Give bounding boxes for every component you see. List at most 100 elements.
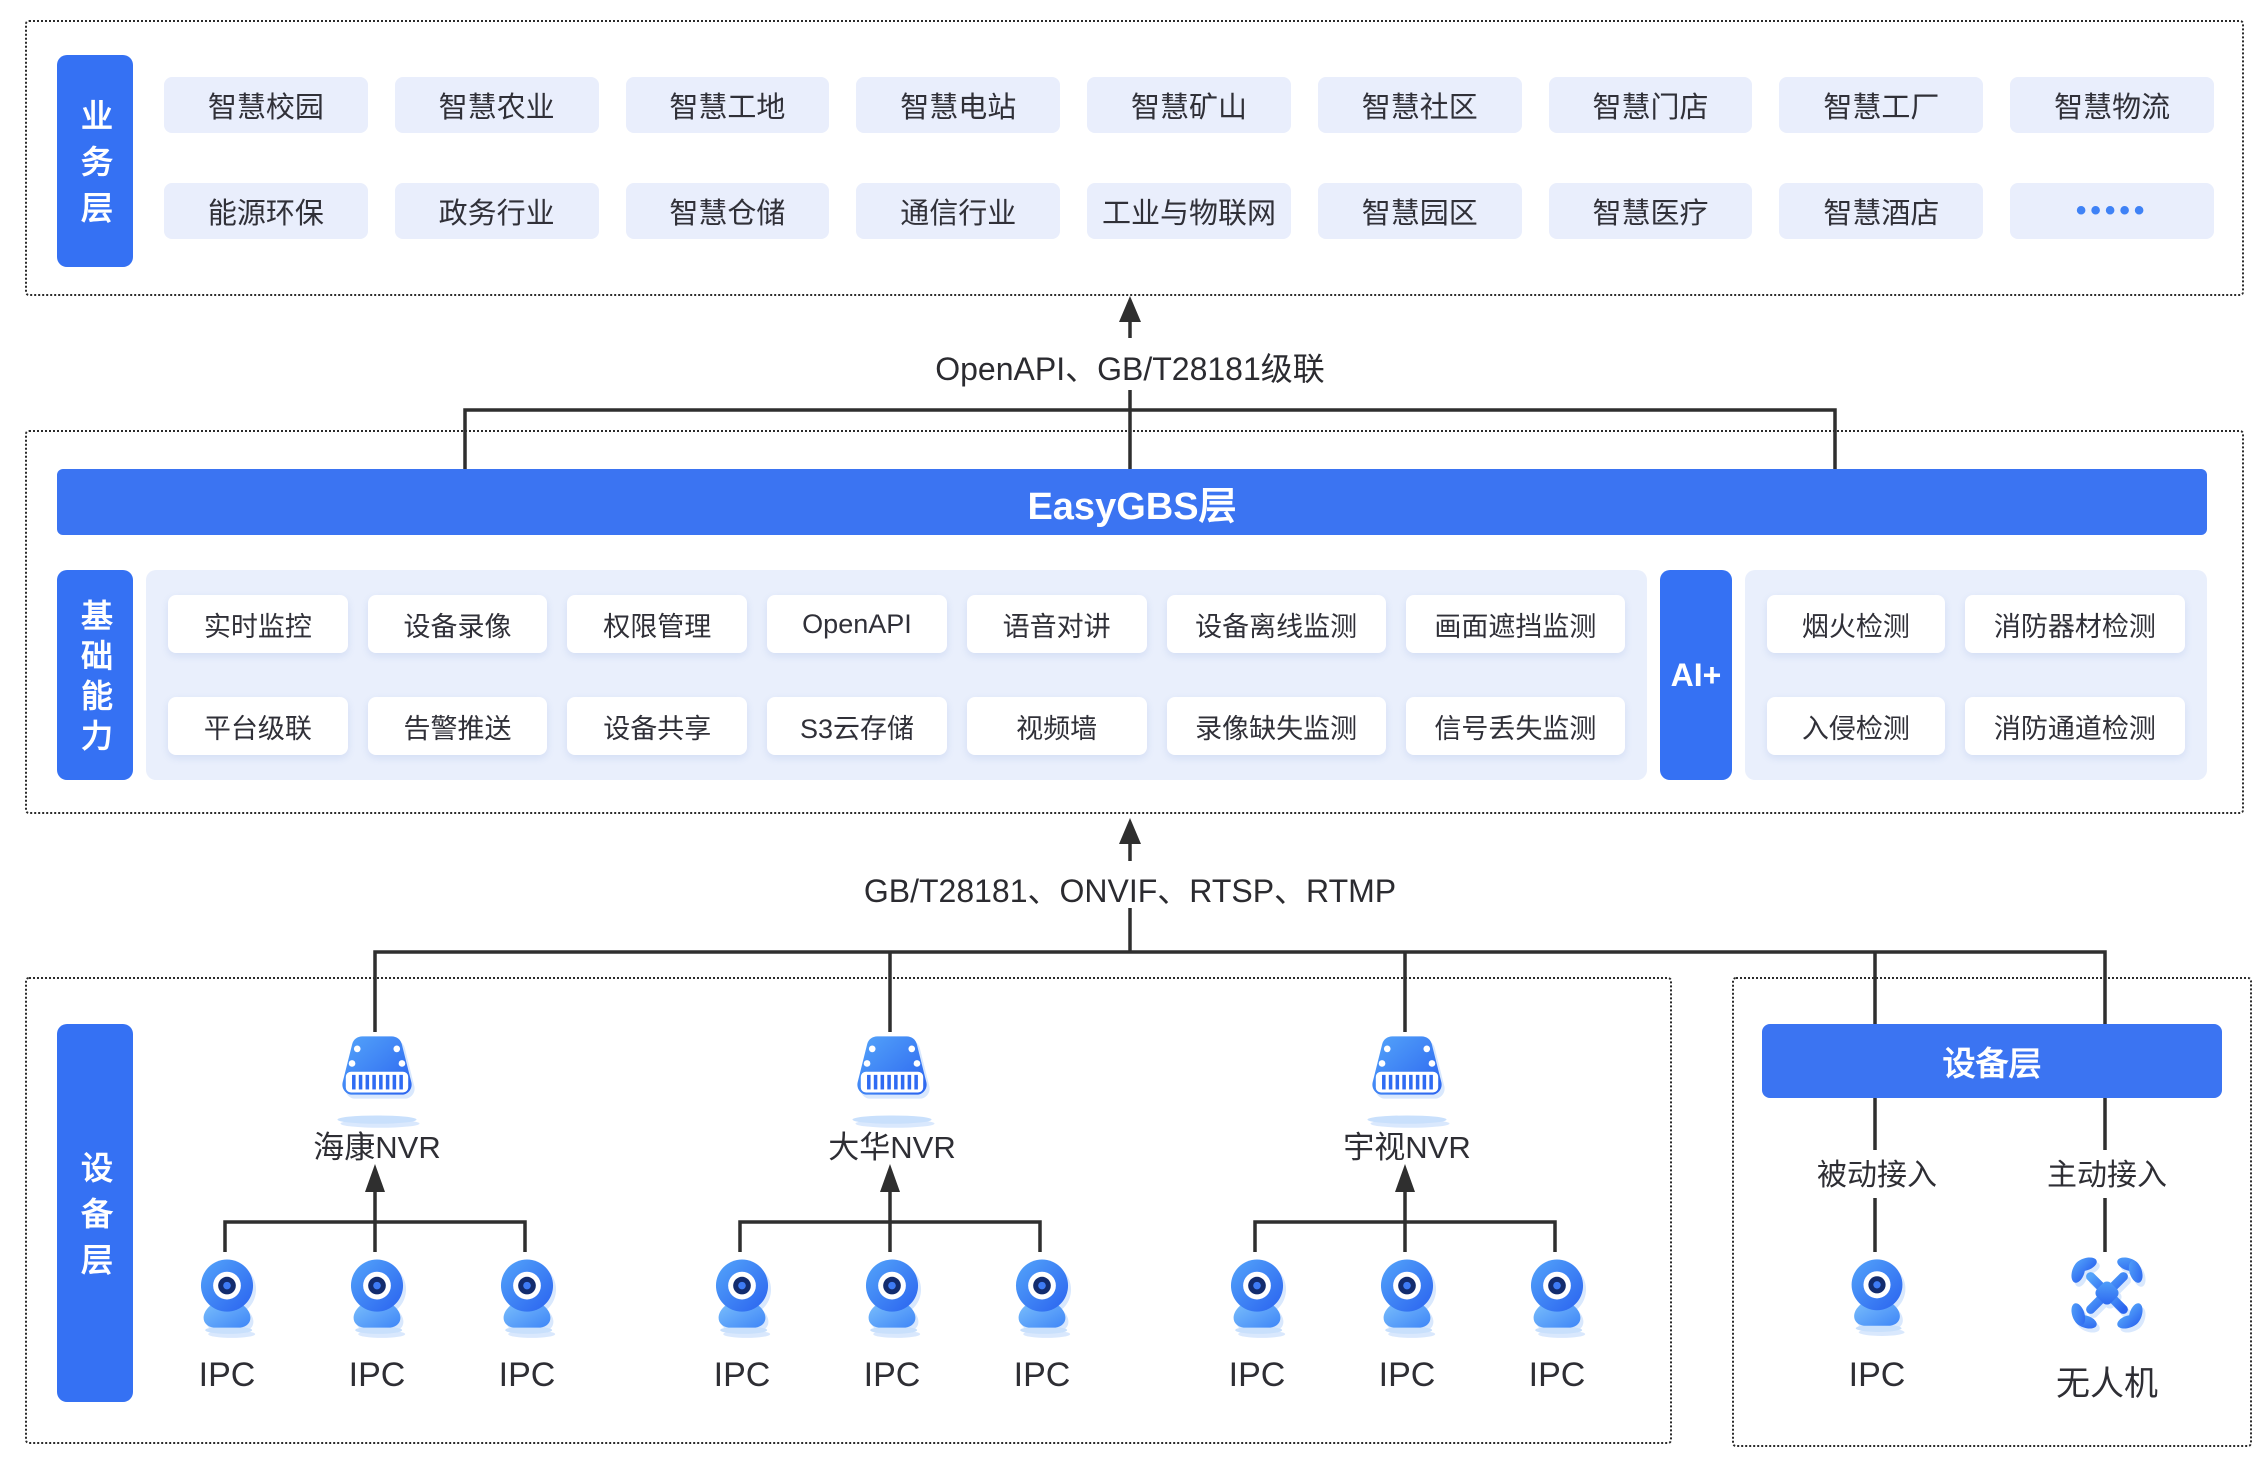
business-chip-grid: 智慧校园 智慧农业 智慧工地 智慧电站 智慧矿山 智慧社区 智慧门店 智慧工厂 … xyxy=(164,77,2214,239)
active-access-column: 主动接入 无人机 xyxy=(2022,1154,2192,1405)
capability-chip: 权限管理 xyxy=(567,595,748,653)
nvr-cluster: 宇视NVR IPC xyxy=(1217,1032,1597,1432)
business-chip: 智慧社区 xyxy=(1317,77,1522,133)
business-chip: 智慧园区 xyxy=(1317,183,1522,239)
drone-icon xyxy=(2071,1257,2143,1329)
business-chip: 智慧物流 xyxy=(2010,77,2214,133)
business-chip: 智慧矿山 xyxy=(1087,77,1291,133)
device-layer-section: 设备层 海康NVR xyxy=(25,977,1672,1444)
ipc-camera-icon xyxy=(350,1259,404,1334)
device-label: IPC xyxy=(1848,1356,1906,1394)
ipc-label: IPC xyxy=(348,1356,406,1394)
capability-chip: 平台级联 xyxy=(168,697,348,755)
capability-chip: 录像缺失监测 xyxy=(1166,697,1386,755)
capability-chip: 实时监控 xyxy=(168,595,348,653)
ipc-row: IPC IPC xyxy=(185,1252,569,1395)
nvr-clusters: 海康NVR IPC xyxy=(27,979,1670,1442)
nvr-name: 宇视NVR xyxy=(1343,1130,1471,1165)
capability-chip: 语音对讲 xyxy=(966,595,1147,653)
ipc-camera: IPC xyxy=(1000,1252,1084,1395)
capabilities-row: 基础能力 实时监控 设备录像 权限管理 OpenAPI 语音对讲 设备离线监测 … xyxy=(57,570,2207,780)
passive-access-column: 被动接入 IPC xyxy=(1792,1154,1962,1395)
ai-panel: 烟火检测 消防器材检测 入侵检测 消防通道检测 xyxy=(1745,570,2207,780)
ipc-camera-icon xyxy=(1015,1259,1069,1334)
ipc-camera: IPC xyxy=(850,1252,934,1395)
device-layer-right-panel: 设备层 被动接入 IPC 主动接入 xyxy=(1732,977,2252,1447)
capability-chip: 设备录像 xyxy=(367,595,548,653)
ipc-camera: IPC xyxy=(700,1252,784,1395)
capability-chip: 画面遮挡监测 xyxy=(1405,595,1625,653)
ipc-camera: IPC xyxy=(1215,1252,1299,1395)
ipc-label: IPC xyxy=(498,1356,556,1394)
ipc-camera-icon xyxy=(1380,1259,1434,1334)
capability-chip: 视频墙 xyxy=(966,697,1147,755)
business-chip: 智慧电站 xyxy=(856,77,1061,133)
ipc-label: IPC xyxy=(198,1356,256,1394)
business-chip: 智慧门店 xyxy=(1548,77,1753,133)
ipc-camera-icon xyxy=(715,1259,769,1334)
ipc-label: IPC xyxy=(1228,1356,1286,1394)
ipc-camera-icon xyxy=(1230,1259,1284,1334)
business-chip: 政务行业 xyxy=(394,183,599,239)
nvr-cluster: 大华NVR IPC xyxy=(702,1032,1082,1432)
ipc-camera: IPC xyxy=(335,1252,419,1395)
capability-chip: 设备共享 xyxy=(567,697,748,755)
ipc-row: IPC IPC xyxy=(1215,1252,1599,1395)
ipc-label: IPC xyxy=(1013,1356,1071,1394)
capability-chip: S3云存储 xyxy=(767,697,947,755)
ipc-camera: IPC xyxy=(185,1252,269,1395)
nvr-icon xyxy=(337,1036,417,1124)
bottom-connector-label: GB/T28181、ONVIF、RTSP、RTMP xyxy=(863,873,1397,909)
ipc-label: IPC xyxy=(1528,1356,1586,1394)
capabilities-label: 基础能力 xyxy=(57,570,133,780)
ipc-camera: IPC xyxy=(1365,1252,1449,1395)
capability-chip: 设备离线监测 xyxy=(1166,595,1386,653)
capability-chip: OpenAPI xyxy=(767,595,947,653)
ipc-camera: IPC xyxy=(485,1252,569,1395)
capability-chip: 信号丢失监测 xyxy=(1405,697,1625,755)
business-chip: ••••• xyxy=(2010,183,2214,239)
business-chip: 智慧医疗 xyxy=(1548,183,1753,239)
business-chip: 工业与物联网 xyxy=(1087,183,1291,239)
nvr-name: 海康NVR xyxy=(313,1130,441,1165)
ipc-camera-icon xyxy=(500,1259,554,1334)
ipc-camera-icon xyxy=(865,1259,919,1334)
business-layer-label: 业务层 xyxy=(57,55,133,267)
business-chip: 智慧仓储 xyxy=(625,183,830,239)
ipc-label: IPC xyxy=(1378,1356,1436,1394)
ipc-camera-icon xyxy=(200,1259,254,1334)
ai-capability-chip: 烟火检测 xyxy=(1767,595,1945,653)
business-chip: 智慧工地 xyxy=(625,77,830,133)
ai-capability-chip: 入侵检测 xyxy=(1767,697,1945,755)
business-chip: 智慧农业 xyxy=(394,77,599,133)
device-layer-banner: 设备层 xyxy=(1762,1024,2222,1098)
ipc-label: IPC xyxy=(863,1356,921,1394)
capability-chip: 告警推送 xyxy=(367,697,548,755)
nvr-icon xyxy=(852,1036,932,1124)
access-mode-label: 被动接入 xyxy=(1811,1154,1943,1198)
ipc-camera-icon xyxy=(1851,1259,1903,1332)
business-layer-section: 业务层 智慧校园 智慧农业 智慧工地 智慧电站 智慧矿山 智慧社区 智慧门店 智… xyxy=(25,20,2244,296)
ai-capability-chip: 消防器材检测 xyxy=(1964,595,2185,653)
device-layer-label: 设备层 xyxy=(57,1024,133,1402)
access-mode-label: 主动接入 xyxy=(2041,1154,2173,1198)
business-chip: 智慧工厂 xyxy=(1779,77,1984,133)
ipc-row: IPC IPC xyxy=(700,1252,1084,1395)
ipc-label: IPC xyxy=(713,1356,771,1394)
top-connector-label: OpenAPI、GB/T28181级联 xyxy=(935,351,1325,387)
ipc-camera: IPC xyxy=(1515,1252,1599,1395)
business-chip: 能源环保 xyxy=(164,183,368,239)
easygbs-layer-section: EasyGBS层 基础能力 实时监控 设备录像 权限管理 OpenAPI 语音对… xyxy=(25,430,2244,814)
ai-capability-chip: 消防通道检测 xyxy=(1964,697,2185,755)
device-label: 无人机 xyxy=(2056,1365,2158,1403)
nvr-icon xyxy=(1367,1036,1447,1124)
business-chip: 通信行业 xyxy=(856,183,1061,239)
capabilities-panel: 实时监控 设备录像 权限管理 OpenAPI 语音对讲 设备离线监测 画面遮挡监… xyxy=(146,570,1647,780)
ai-plus-label: AI+ xyxy=(1660,570,1732,780)
easygbs-banner: EasyGBS层 xyxy=(57,469,2207,535)
business-chip: 智慧校园 xyxy=(164,77,368,133)
ipc-camera-icon xyxy=(1530,1259,1584,1334)
business-chip: 智慧酒店 xyxy=(1779,183,1984,239)
nvr-cluster: 海康NVR IPC xyxy=(187,1032,567,1432)
nvr-name: 大华NVR xyxy=(828,1130,956,1165)
